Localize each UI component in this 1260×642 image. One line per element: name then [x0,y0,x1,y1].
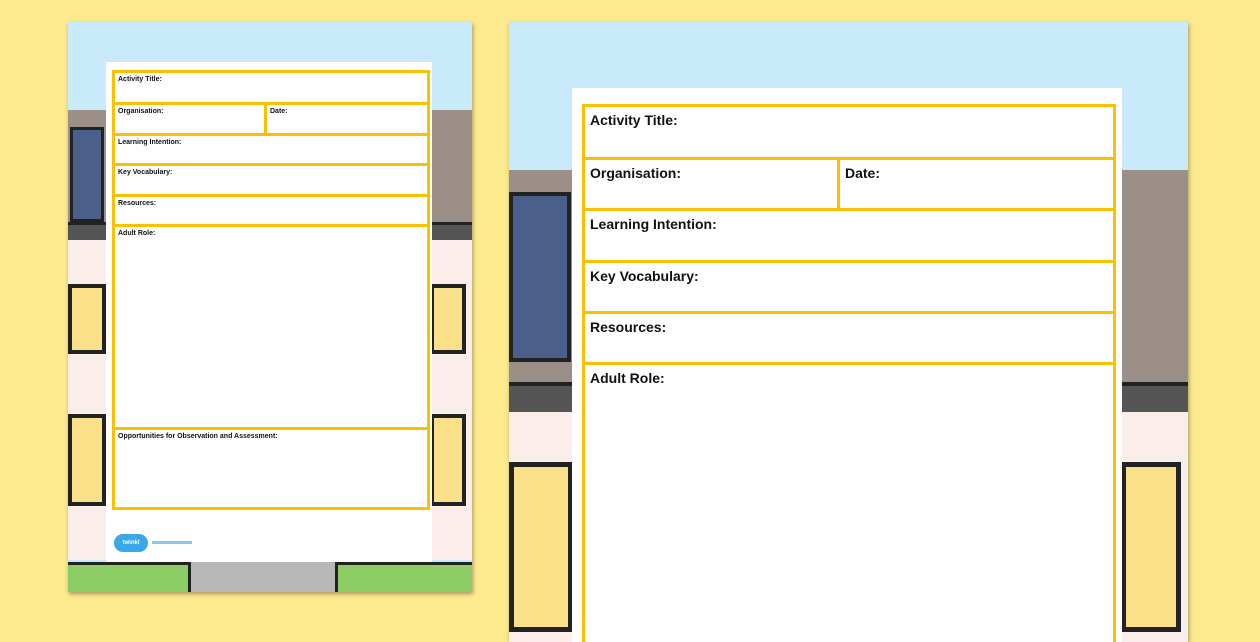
window [430,284,466,354]
twinkl-logo: twinkl [114,534,148,552]
organisation-label: Organisation: [590,165,682,181]
key-vocabulary-field[interactable]: Key Vocabulary: [115,166,427,197]
activity-title-field[interactable]: Activity Title: [115,73,427,105]
window [68,284,106,354]
window [68,414,106,506]
organisation-date-row: Organisation: Date: [585,160,1113,211]
planning-form: Activity Title: Organisation: Date: Lear… [112,70,430,510]
learning-intention-label: Learning Intention: [118,139,182,146]
window [509,462,573,632]
solar-panel [509,192,571,362]
organisation-label: Organisation: [118,108,164,115]
worksheet: Activity Title: Organisation: Date: Lear… [572,88,1122,642]
learning-intention-field[interactable]: Learning Intention: [585,211,1113,263]
key-vocabulary-field[interactable]: Key Vocabulary: [585,263,1113,314]
opportunities-field[interactable]: Opportunities for Observation and Assess… [115,430,427,507]
window [1121,462,1181,632]
adult-role-field[interactable]: Adult Role: [585,365,1113,642]
resources-field[interactable]: Resources: [585,314,1113,365]
organisation-field[interactable]: Organisation: [585,160,840,208]
worksheet: Activity Title: Organisation: Date: Lear… [106,62,432,562]
page-preview-zoomed[interactable]: Activity Title: Organisation: Date: Lear… [509,22,1188,642]
window [430,414,466,506]
learning-intention-label: Learning Intention: [590,216,717,232]
learning-intention-field[interactable]: Learning Intention: [115,136,427,166]
adult-role-label: Adult Role: [118,230,156,237]
resources-field[interactable]: Resources: [115,197,427,227]
activity-title-label: Activity Title: [590,112,678,128]
page-preview-full[interactable]: Activity Title: Organisation: Date: Lear… [68,22,472,592]
date-label: Date: [845,165,881,181]
adult-role-label: Adult Role: [590,370,665,386]
activity-title-field[interactable]: Activity Title: [585,107,1113,160]
resources-label: Resources: [118,200,157,207]
opportunities-label: Opportunities for Observation and Assess… [118,433,278,440]
activity-title-label: Activity Title: [118,76,162,83]
key-vocabulary-label: Key Vocabulary: [590,268,699,284]
solar-panel [70,127,104,222]
adult-role-field[interactable]: Adult Role: [115,227,427,430]
date-label: Date: [270,108,288,115]
planning-form: Activity Title: Organisation: Date: Lear… [582,104,1116,642]
path [188,562,338,592]
website-url [152,541,192,544]
organisation-date-row: Organisation: Date: [115,105,427,136]
key-vocabulary-label: Key Vocabulary: [118,169,173,176]
date-field[interactable]: Date: [267,105,427,133]
organisation-field[interactable]: Organisation: [115,105,267,133]
resources-label: Resources: [590,319,667,335]
date-field[interactable]: Date: [840,160,1113,208]
